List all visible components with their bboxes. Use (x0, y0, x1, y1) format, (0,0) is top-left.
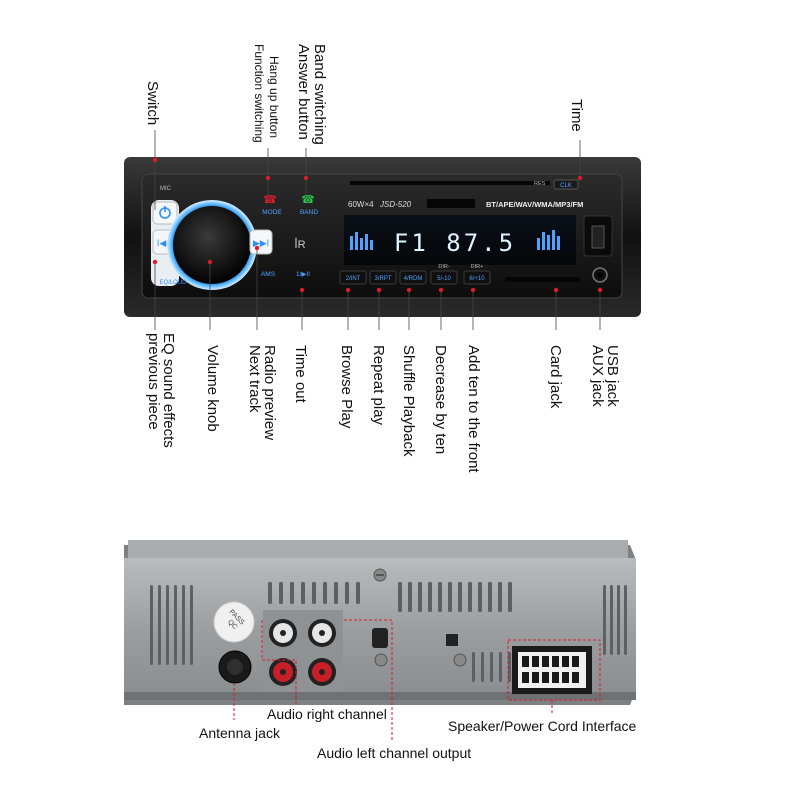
button-5[interactable] (430, 270, 458, 285)
card-jack-label: Card jack (547, 345, 564, 409)
eq-sound-effects-label: EQ sound effects (160, 333, 177, 448)
clk-label: CLK (560, 183, 572, 189)
brand-logo: ꟾR (294, 237, 305, 251)
formats-text: BT/APE/WAV/WMA/MP3/FM (486, 200, 583, 209)
browse-play-label: Browse Play (338, 345, 355, 429)
connector-pins (522, 656, 579, 683)
repeat-play-label: Repeat play (370, 345, 387, 426)
usb-jack-label: USB jack (604, 345, 621, 407)
shuffle-playback-label: Shuffle Playback (400, 345, 417, 457)
time-out-label: Time out (292, 345, 309, 403)
decrease-by-ten-label: Decrease by ten (432, 345, 449, 455)
button-6-label: 6/+10 (469, 276, 485, 282)
next-track-label: Next track (246, 345, 263, 413)
band-switching-label: Band switching (311, 44, 328, 145)
button-6[interactable] (463, 270, 491, 285)
ams-button-label[interactable]: AMS (261, 271, 276, 278)
dir-minus-label: DIR- (438, 264, 449, 270)
time-label: Time (568, 99, 585, 132)
previous-icon: I◀◀ (157, 238, 173, 248)
next-icon: ▶▶I (253, 238, 269, 248)
band-button-label[interactable]: BAND (300, 209, 318, 216)
front-leader-dots (152, 157, 603, 293)
audio-left-channel-label: Audio left channel output (317, 745, 471, 761)
add-ten-label: Add ten to the front (465, 345, 482, 473)
rca-connectors (263, 610, 343, 692)
previous-piece-label: previous piece (145, 333, 162, 430)
switch-button[interactable] (152, 201, 178, 225)
rear-unit: PASS QC (124, 540, 636, 705)
rear-leader-lines (233, 619, 601, 740)
button-5-label: 5/-10 (437, 276, 451, 282)
aux-jack-label: AUX jack (589, 345, 606, 407)
ir-window (427, 199, 475, 208)
button-2-label: 2/INT (346, 276, 361, 282)
volume-knob[interactable] (173, 206, 251, 284)
front-unit: I◀◀ ▶▶I MIC ☎ MODE ☎ BAND ꟾR AMS 1/▶II E… (124, 157, 641, 317)
spectrum-right (537, 230, 560, 250)
antenna-jack-label: Antenna jack (199, 725, 281, 741)
power-rating-text: 60W×4 (348, 200, 374, 209)
eq-loud-label[interactable]: EQ/LOUD (159, 280, 187, 286)
answer-button-label: Answer button (295, 44, 312, 140)
disc-slot (350, 181, 550, 185)
button-1-label[interactable]: 1/▶II (296, 271, 310, 278)
vent-slots (150, 582, 627, 682)
preset-buttons: 2/INT 3/RPT 4/RDM 5/-10 6/+10 DIR- DIR+ (339, 264, 491, 285)
model-text: JSD-520 (379, 200, 412, 209)
button-3-label: 3/RPT (374, 276, 391, 282)
volume-knob-label: Volume knob (204, 345, 221, 432)
qc-pass-sticker (213, 601, 255, 643)
mount-hole (372, 628, 388, 648)
mic-label: MIC (160, 186, 172, 192)
hang-up-label-2: Function switching (252, 44, 266, 143)
answer-phone-icon: ☎ (301, 193, 315, 206)
switch-label: Switch (144, 81, 161, 126)
hang-up-label-1: Hang up button (267, 56, 281, 139)
mode-button-label[interactable]: MODE (262, 209, 282, 216)
audio-right-channel-label: Audio right channel (267, 706, 387, 722)
speaker-power-label: Speaker/Power Cord Interface (448, 718, 637, 734)
front-leader-lines (154, 130, 601, 330)
card-slot[interactable] (505, 277, 580, 282)
rear-top-edge (128, 540, 628, 560)
button-4-label: 4/RDM (404, 276, 423, 282)
radio-preview-label: Radio preview (261, 345, 278, 441)
display-frequency: F1 87.5 (394, 229, 516, 257)
dir-plus-label: DIR+ (471, 264, 484, 270)
hang-up-phone-icon: ☎ (263, 193, 277, 206)
clk-button[interactable] (553, 179, 579, 190)
button-4[interactable] (399, 270, 427, 285)
button-2[interactable] (339, 270, 367, 285)
button-3[interactable] (369, 270, 397, 285)
res-label[interactable]: RES (534, 181, 546, 187)
spectrum-left (350, 232, 373, 250)
